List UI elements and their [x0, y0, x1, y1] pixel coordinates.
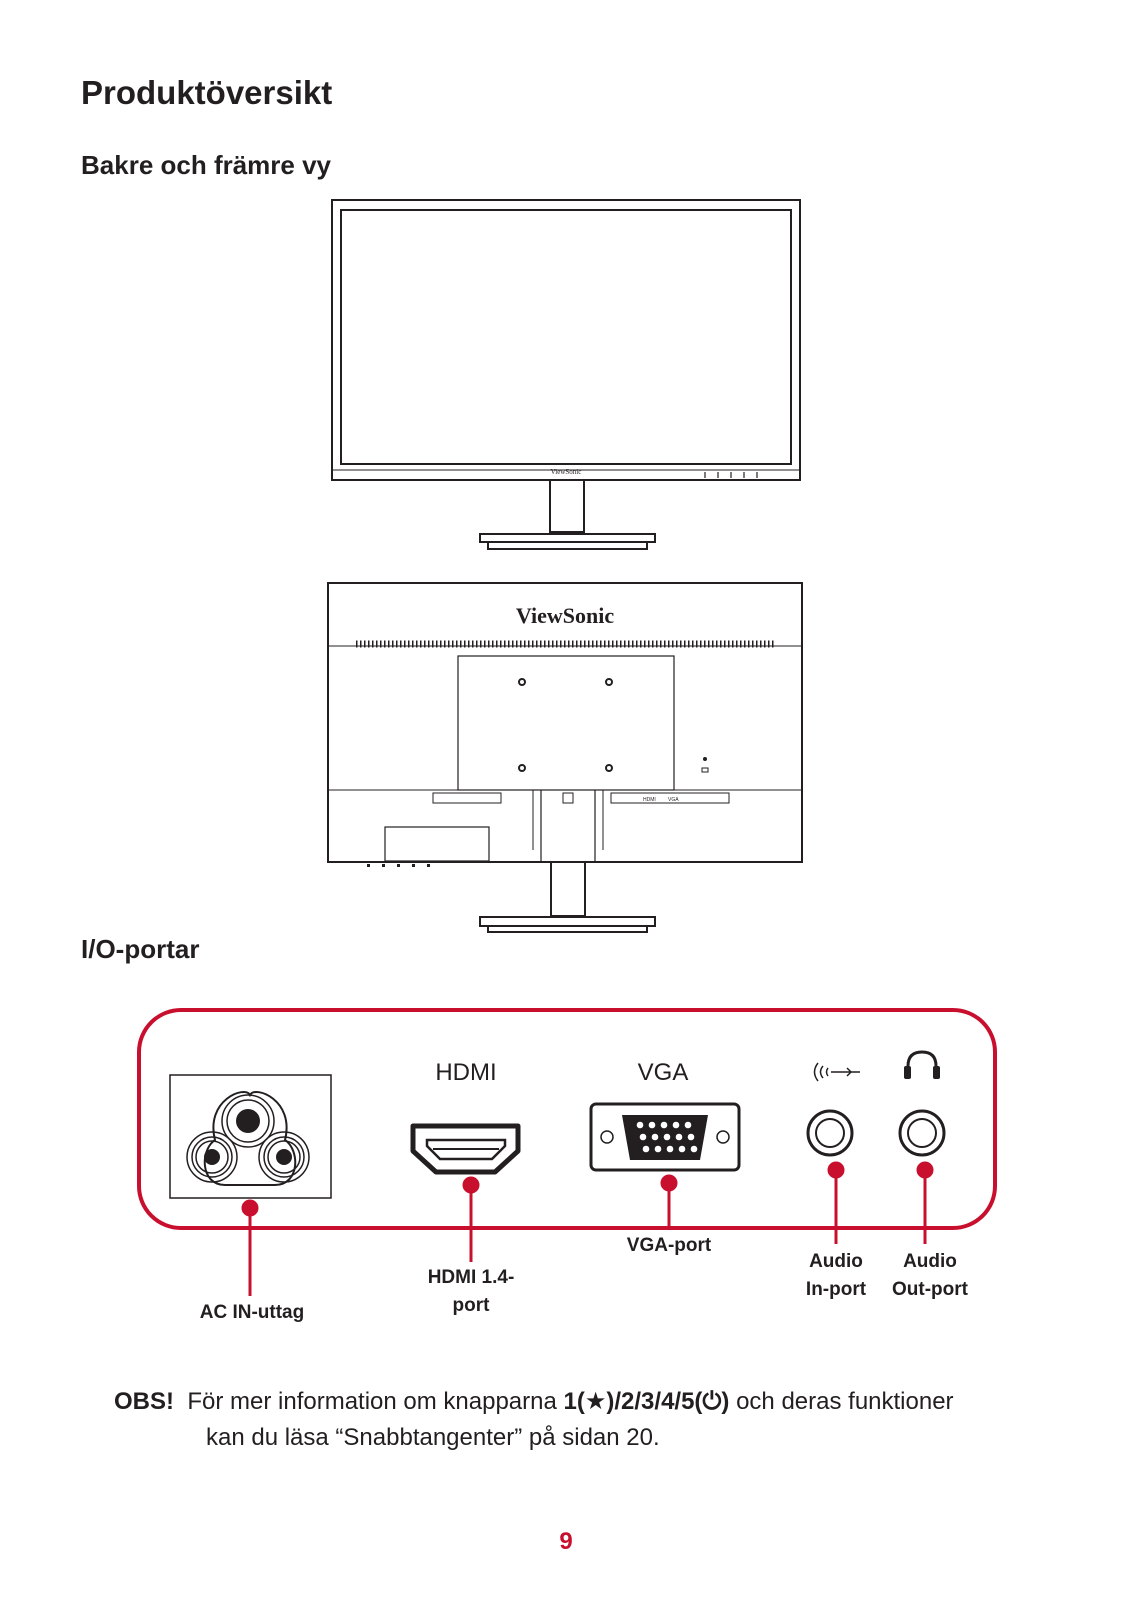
note-text-after: och deras funktioner: [736, 1388, 954, 1415]
section-heading-views: Bakre och främre vy: [81, 150, 332, 180]
label-hdmi-line1: HDMI 1.4-: [427, 1267, 515, 1288]
note-paragraph: OBS! För mer information om knapparna 1(…: [114, 1384, 1074, 1456]
rear-vga-label: VGA: [668, 797, 679, 803]
headphones-icon: [898, 1050, 946, 1157]
label-hdmi-line2: port: [452, 1295, 490, 1316]
vga-port-icon: [589, 1102, 741, 1172]
section-heading-io: I/O-portar: [81, 934, 200, 964]
rear-hdmi-label: HDMI: [643, 797, 656, 803]
label-audio-out-line2: Out-port: [892, 1279, 968, 1300]
note-line2: kan du läsa “Snabbtangenter” på sidan 20…: [206, 1424, 660, 1451]
power-inlet-icon: [169, 1074, 332, 1199]
vga-header: VGA: [638, 1059, 689, 1086]
rear-brand-logo: ViewSonic: [516, 603, 614, 628]
label-audio-in-line1: Audio: [809, 1251, 863, 1272]
hdmi-header: HDMI: [435, 1059, 496, 1086]
label-ac-in: AC IN-uttag: [199, 1302, 305, 1323]
front-brand-logo: ViewSonic: [551, 468, 582, 476]
note-keys: 1(★)/2/3/4/5(⏻): [563, 1388, 730, 1415]
io-panel-outline: [137, 1008, 997, 1230]
hdmi-port-icon: [410, 1123, 521, 1175]
page-title: Produktöversikt: [81, 74, 333, 111]
label-vga: VGA-port: [626, 1235, 712, 1256]
label-audio-in-line2: In-port: [805, 1279, 867, 1300]
label-audio-out-line1: Audio: [903, 1251, 957, 1272]
page-number: 9: [559, 1528, 573, 1555]
note-label: OBS!: [114, 1388, 174, 1415]
note-text-before: För mer information om knapparna: [187, 1388, 557, 1415]
audio-in-icon: [806, 1062, 860, 1157]
